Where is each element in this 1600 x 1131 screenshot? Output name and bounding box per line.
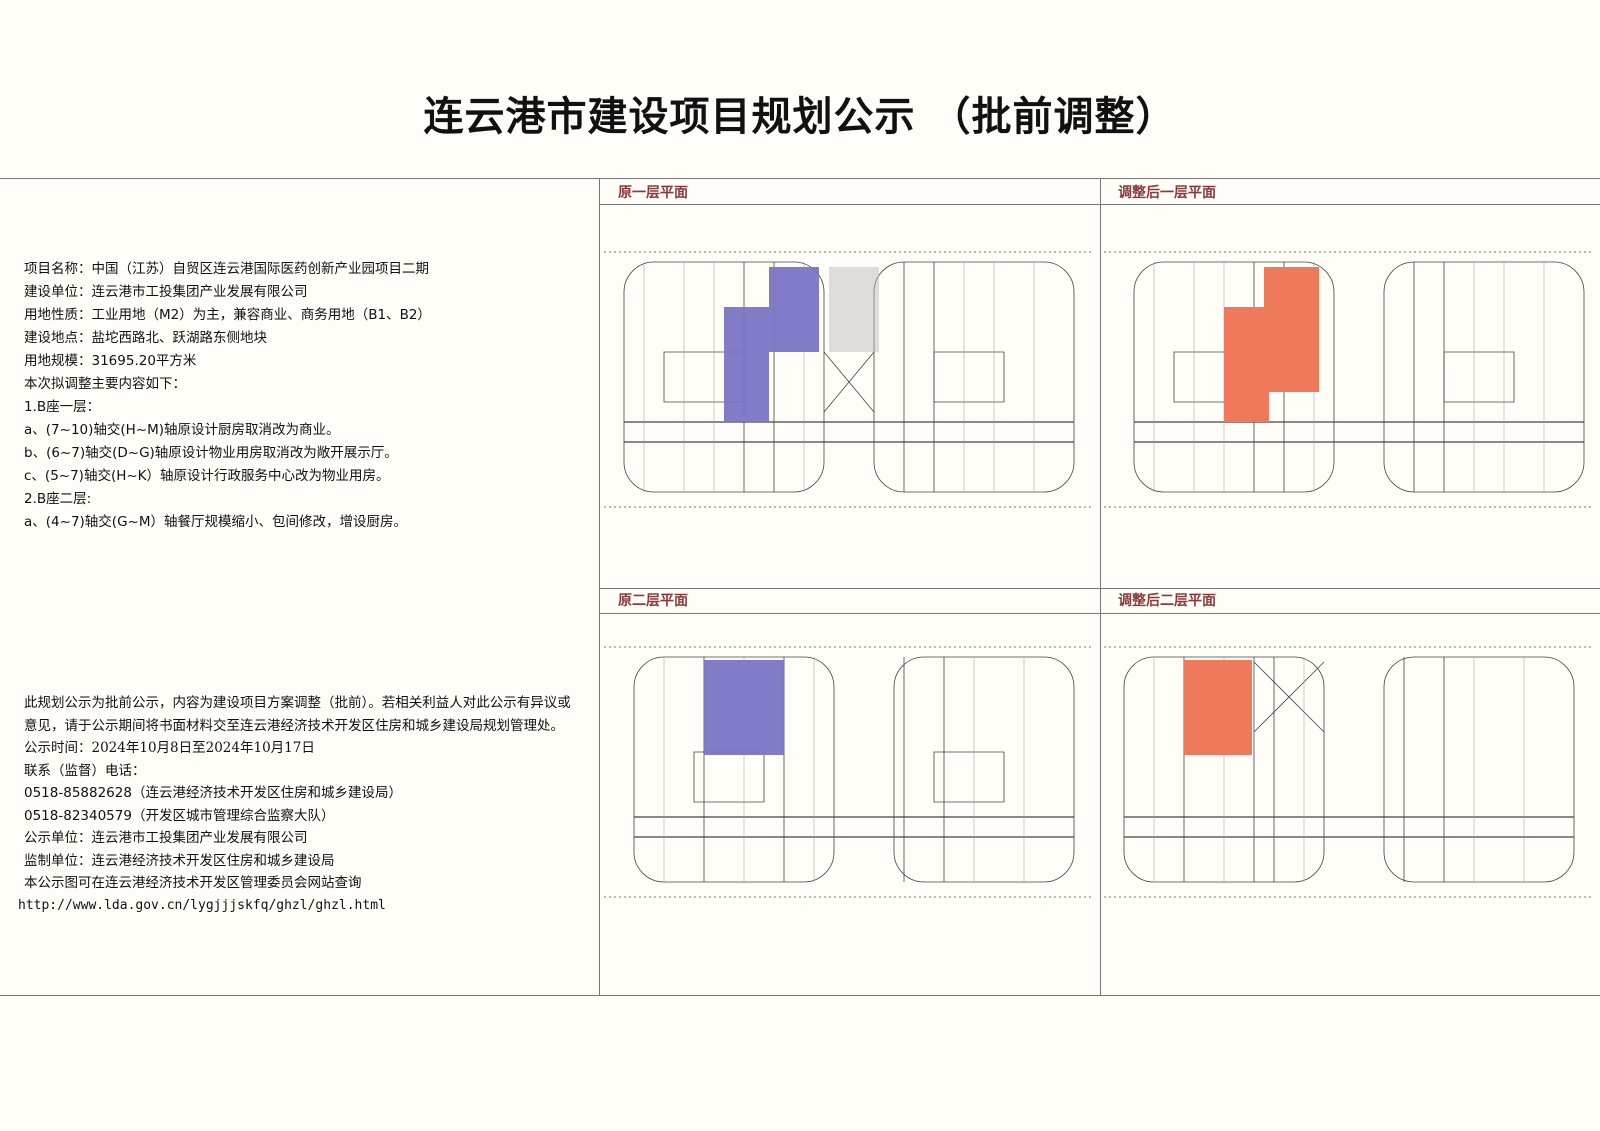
- divider-row: [600, 588, 1600, 589]
- period-label: 公示时间：: [24, 740, 92, 756]
- floor-plan-orig-1f: [604, 232, 1094, 522]
- highlight-adjusted: [1264, 267, 1319, 392]
- project-intro: 本次拟调整主要内容如下：: [24, 376, 186, 392]
- divider-label-bottom: [600, 613, 1600, 614]
- panel-label-adj-2f: 调整后二层平面: [1118, 593, 1216, 609]
- floor-plan-adj-2f: [1104, 632, 1594, 912]
- highlight-original: [769, 267, 819, 352]
- notice-query: 本公示图可在连云港经济技术开发区管理委员会网站查询: [24, 875, 362, 891]
- project-builder: 建设单位：连云港市工投集团产业发展有限公司: [24, 284, 308, 300]
- panel-label-adj-1f: 调整后一层平面: [1118, 185, 1216, 201]
- highlight-adjusted: [1224, 307, 1269, 422]
- notice-period: 公示时间：2024年10月8日至2024年10月17日: [24, 737, 580, 760]
- notice-contact-label: 联系（监督）电话：: [24, 762, 146, 779]
- project-land-use: 用地性质：工业用地（M2）为主，兼容商业、商务用地（B1、B2）: [24, 307, 431, 323]
- divider-label-top: [600, 204, 1600, 205]
- change-item: a、(7~10)轴交(H~M)轴原设计厨房取消改为商业。: [24, 422, 340, 438]
- change-item: a、(4~7)轴交(G~M）轴餐厅规模缩小、包间修改，增设厨房。: [24, 514, 407, 530]
- notice-statement: 此规划公示为批前公示，内容为建设项目方案调整（批前）。若相关利益人对此公示有异议…: [24, 695, 571, 734]
- project-area: 用地规模：31695.20平方米: [24, 353, 197, 369]
- panel-label-orig-2f: 原二层平面: [618, 593, 688, 609]
- floor-plan-drawing: [1104, 251, 1594, 508]
- floor-plan-orig-2f: [604, 632, 1094, 912]
- notice-phone: 0518-85882628（连云港经济技术开发区住房和城乡建设局）: [24, 785, 402, 801]
- period-value: 2024年10月8日至2024年10月17日: [91, 740, 315, 756]
- project-location: 建设地点：盐坨西路北、跃湖路东侧地块: [24, 330, 267, 346]
- panel-label-orig-1f: 原一层平面: [618, 185, 688, 201]
- highlight-adjusted: [1184, 660, 1252, 755]
- divider-mid: [1100, 179, 1101, 995]
- highlight-original: [704, 660, 784, 755]
- floor-plan-adj-1f: [1104, 232, 1594, 522]
- notice-info: 此规划公示为批前公示，内容为建设项目方案调整（批前）。若相关利益人对此公示有异议…: [18, 692, 580, 917]
- page-title: 连云港市建设项目规划公示 （批前调整）: [423, 94, 1177, 140]
- notice-publisher: 公示单位：连云港市工投集团产业发展有限公司: [24, 830, 308, 846]
- project-info: 项目名称：中国（江苏）自贸区连云港国际医药创新产业园项目二期 建设单位：连云港市…: [24, 258, 584, 534]
- change-item: 2.B座二层:: [24, 491, 92, 507]
- project-name: 项目名称：中国（江苏）自贸区连云港国际医药创新产业园项目二期: [24, 261, 429, 277]
- notice-frame: [0, 178, 1600, 996]
- floor-plan-drawing: [604, 646, 1094, 898]
- divider-left: [599, 179, 600, 995]
- change-item: c、(5~7)轴交(H~K）轴原设计行政服务中心改为物业用房。: [24, 468, 390, 484]
- change-item: 1.B座一层：: [24, 399, 101, 415]
- notice-url[interactable]: http://www.lda.gov.cn/lygjjjskfq/ghzl/gh…: [18, 897, 386, 913]
- floor-plan-drawing: [1104, 646, 1594, 898]
- highlight-original: [724, 307, 769, 422]
- change-item: b、(6~7)轴交(D~G)轴原设计物业用房取消改为敞开展示厅。: [24, 445, 398, 461]
- notice-supervisor: 监制单位：连云港经济技术开发区住房和城乡建设局: [24, 852, 335, 869]
- floor-plan-drawing: [604, 251, 1094, 508]
- notice-phone: 0518-82340579（开发区城市管理综合监察大队）: [24, 807, 335, 824]
